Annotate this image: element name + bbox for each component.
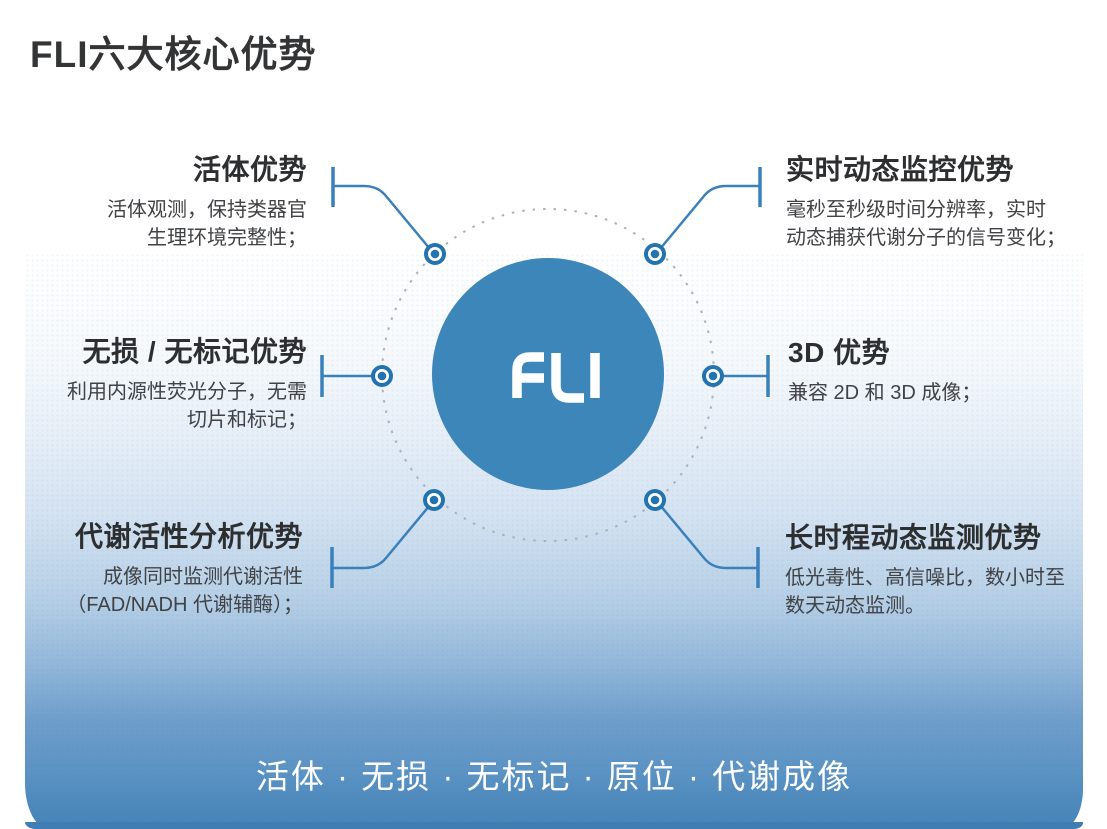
callout-live-body: 活体观测，保持类器官 生理环境完整性； [40,196,307,252]
callout-realtime-title: 实时动态监控优势 [786,154,1015,185]
callout-live-line2: 生理环境完整性； [147,227,307,249]
callout-labelfree: 无损 / 无标记优势 利用内源性荧光分子，无需 切片和标记； [30,330,307,434]
callout-labelfree-title: 无损 / 无标记优势 [82,336,307,367]
callout-realtime-line1: 毫秒至秒级时间分辨率，实时 [786,199,1046,221]
connector-lines [322,184,768,570]
callout-longterm-body: 低光毒性、高信噪比，数小时至 数天动态监测。 [785,564,1090,620]
node-dot-live [424,243,446,265]
bottom-edge-strip [25,822,1083,829]
connector-metabolic [332,504,431,570]
callout-3d-line1: 兼容 2D 和 3D 成像； [788,382,982,404]
callout-longterm-line2: 数天动态监测。 [785,595,925,617]
callout-live-line1: 活体观测，保持类器官 [107,199,307,221]
connector-live [333,184,431,250]
callout-live-title: 活体优势 [192,154,307,185]
node-dot-realtime [644,243,666,265]
node-dots [371,243,724,511]
fli-letter-f [512,352,544,398]
callout-metabolic-line2: （FAD/NADH 代谢辅酶）； [66,594,303,616]
node-dot-metabolic [423,489,445,511]
callout-realtime-body: 毫秒至秒级时间分辨率，实时 动态捕获代谢分子的信号变化； [786,196,1086,252]
node-dot-3d [702,365,724,387]
connector-realtime [659,184,760,250]
callout-labelfree-body: 利用内源性荧光分子，无需 切片和标记； [30,378,307,434]
terminal-bars [320,167,770,588]
page-title: FLI六大核心优势 [30,34,317,75]
callout-longterm-title: 长时程动态监测优势 [785,522,1042,553]
fli-letter-l [551,353,584,403]
callout-metabolic-body: 成像同时监测代谢活性 （FAD/NADH 代谢辅酶）； [30,563,303,619]
callout-3d: 3D 优势 兼容 2D 和 3D 成像； [788,331,1078,407]
node-dot-longterm [644,489,666,511]
fli-logo-icon [512,352,600,403]
node-dot-labelfree [371,365,393,387]
callout-realtime: 实时动态监控优势 毫秒至秒级时间分辨率，实时 动态捕获代谢分子的信号变化； [786,148,1086,252]
bottom-banner-text: 活体 · 无损 · 无标记 · 原位 · 代谢成像 [255,758,853,795]
callout-metabolic: 代谢活性分析优势 成像同时监测代谢活性 （FAD/NADH 代谢辅酶）； [30,515,303,619]
callout-metabolic-line1: 成像同时监测代谢活性 [103,566,303,588]
connector-longterm [659,504,758,570]
callout-metabolic-title: 代谢活性分析优势 [74,521,303,552]
callout-longterm-line1: 低光毒性、高信噪比，数小时至 [785,567,1065,589]
callout-3d-body: 兼容 2D 和 3D 成像； [788,379,1078,407]
callout-realtime-line2: 动态捕获代谢分子的信号变化； [786,227,1066,249]
callout-live: 活体优势 活体观测，保持类器官 生理环境完整性； [40,148,307,252]
center-circle [432,258,664,490]
callout-labelfree-line2: 切片和标记； [187,409,307,431]
callout-3d-title: 3D 优势 [788,337,891,368]
callout-labelfree-line1: 利用内源性荧光分子，无需 [67,381,307,403]
callout-longterm: 长时程动态监测优势 低光毒性、高信噪比，数小时至 数天动态监测。 [785,516,1090,620]
